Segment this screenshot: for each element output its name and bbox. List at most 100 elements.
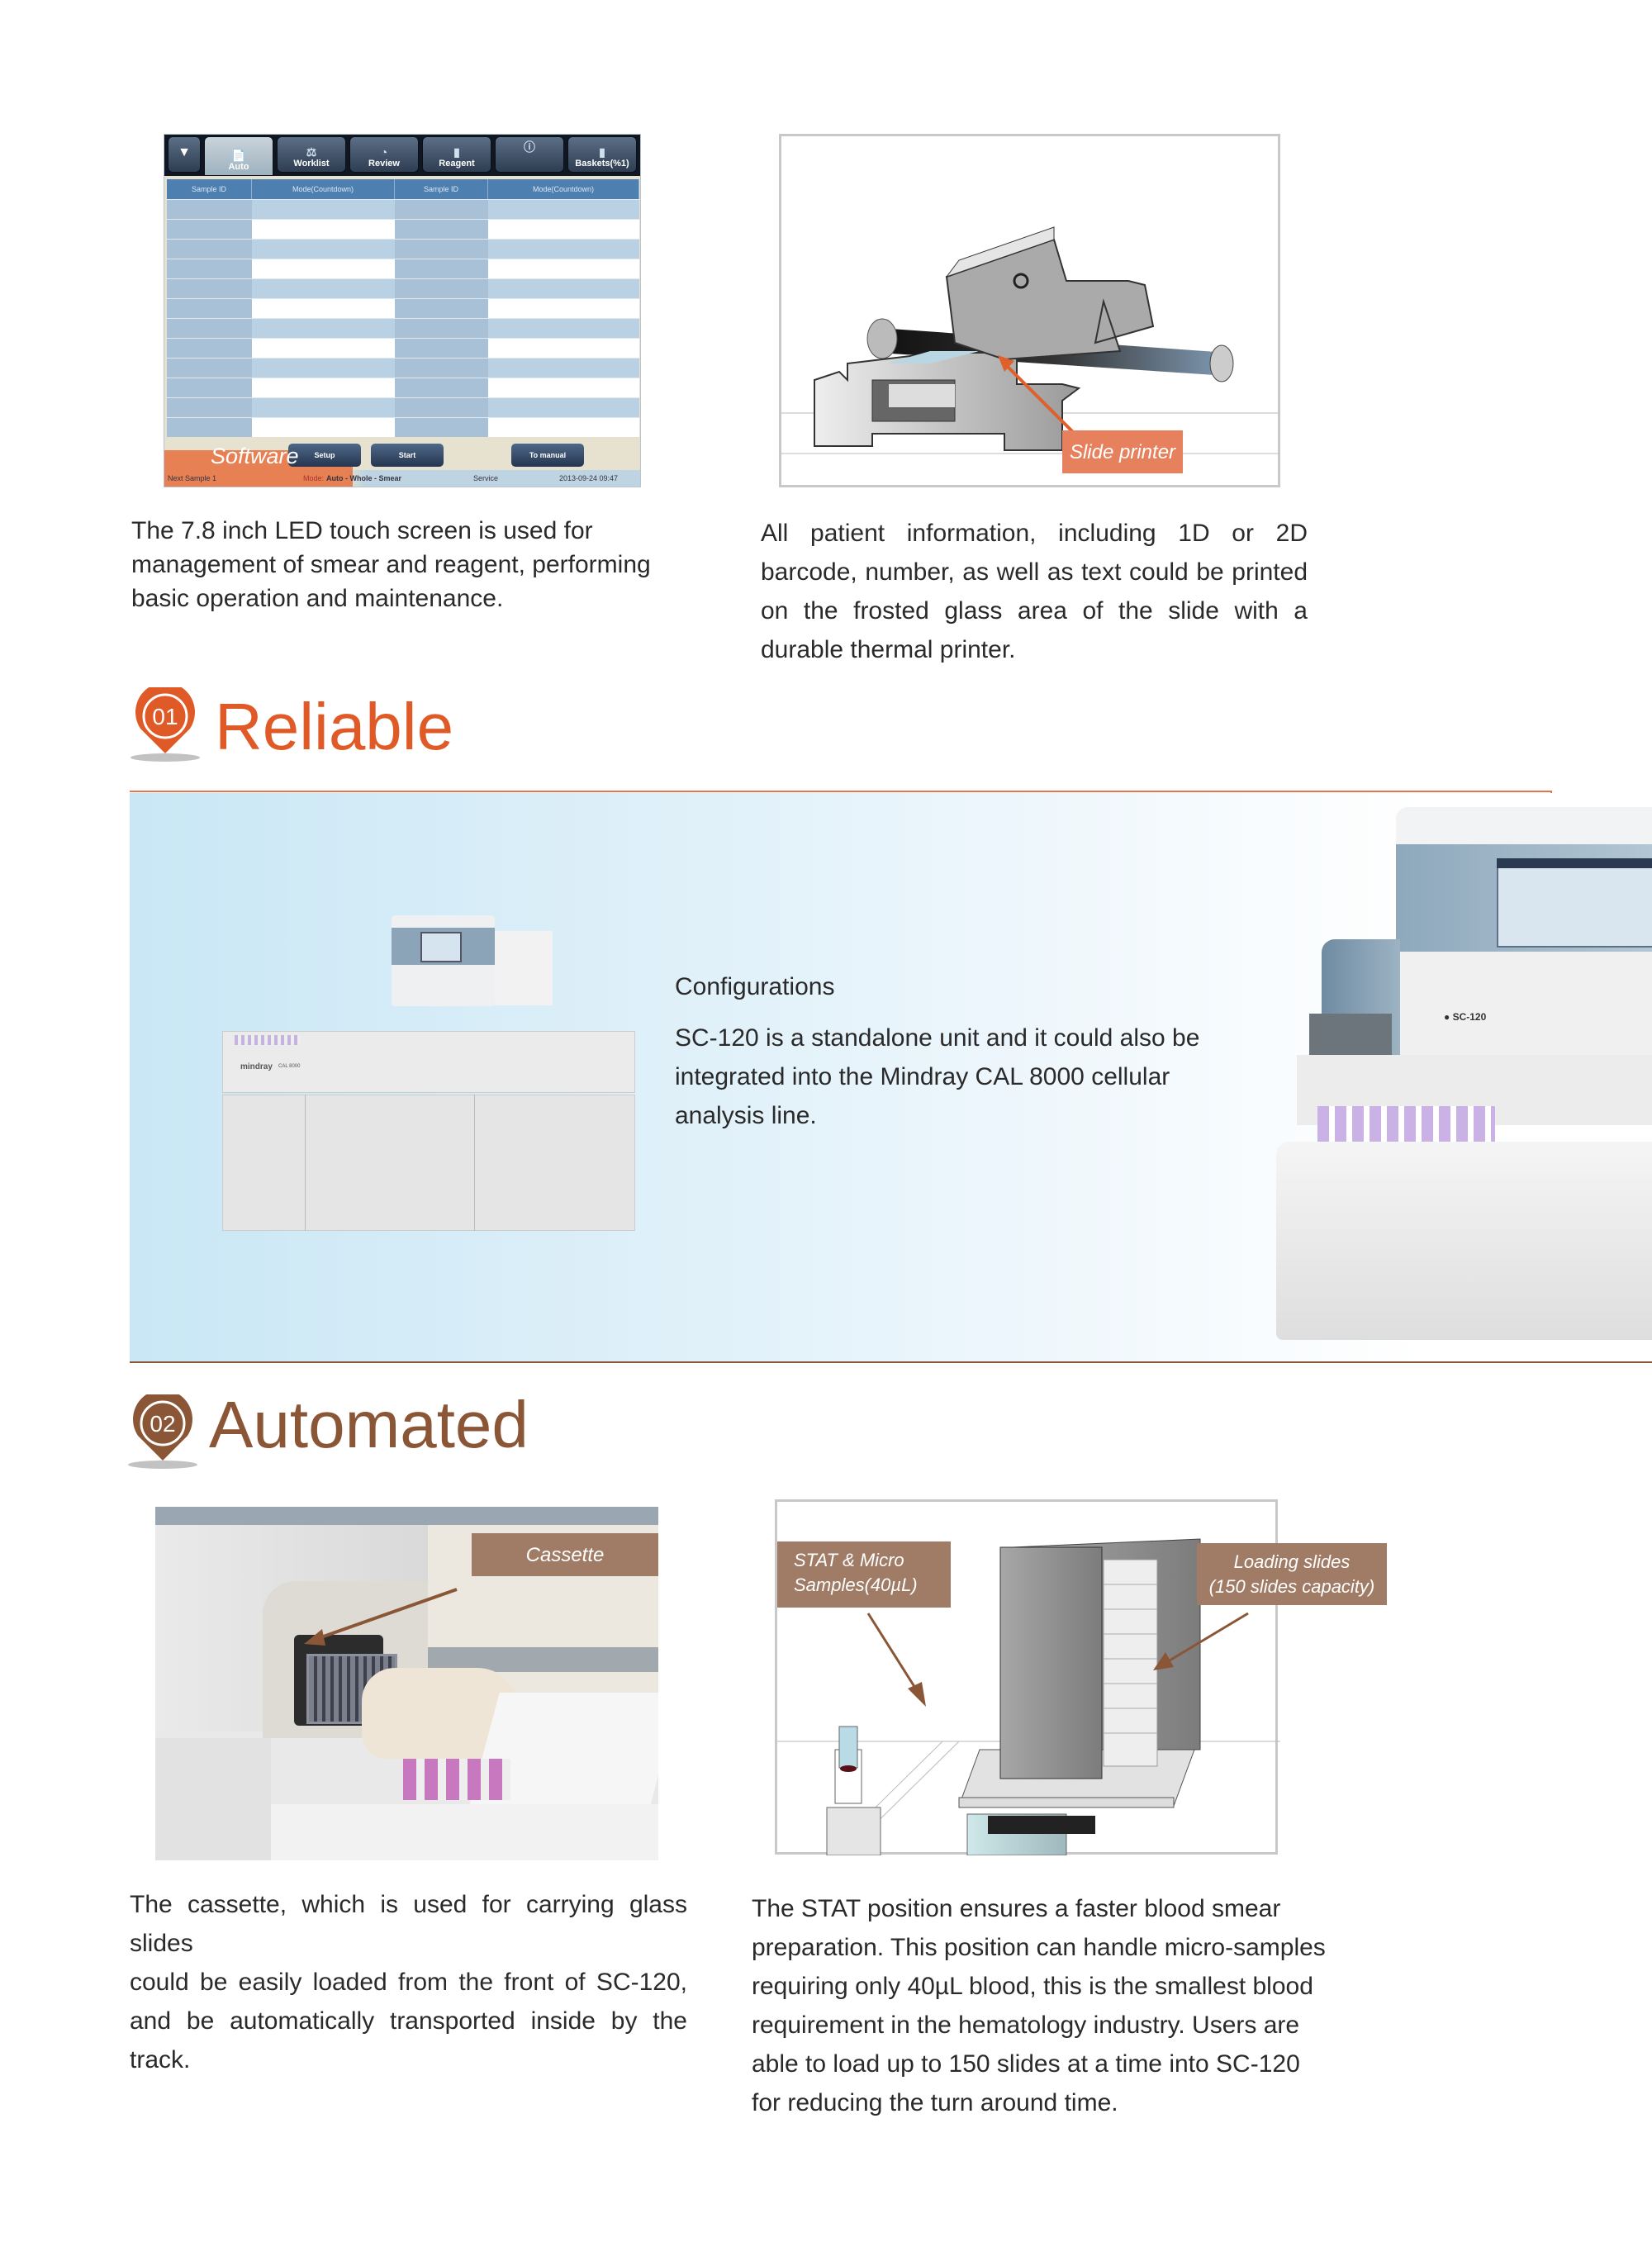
section-title-reliable: Reliable — [215, 690, 454, 763]
table-cell — [252, 359, 395, 378]
table-cell — [488, 220, 639, 239]
screen-button-row: Setup Start To manual — [164, 440, 640, 468]
info-icon: ⓘ — [524, 140, 535, 154]
table-cell — [488, 200, 639, 219]
stat-loading-diagram: STAT & Micro Samples(40µL) Loading slide… — [775, 1499, 1387, 1855]
table-cell — [488, 299, 639, 318]
table-cell — [167, 299, 252, 318]
table-row — [167, 199, 639, 219]
column-header: Mode(Countdown) — [488, 179, 639, 199]
section-number: 02 — [150, 1411, 176, 1437]
table-cell — [167, 279, 252, 298]
section-01-pin-icon: 01 — [128, 682, 202, 763]
table-cell — [395, 398, 488, 417]
table-cell — [395, 339, 488, 358]
text-line: All patient information, including 1D or… — [761, 520, 1308, 547]
table-cell — [252, 319, 395, 338]
panel-bottom-line — [130, 1361, 1652, 1363]
scale-icon: ⚖ — [306, 145, 317, 159]
text-line: barcode, number, as well as text could b… — [761, 558, 1308, 586]
section-number: 01 — [152, 704, 178, 729]
text-line: on the frosted glass area of the slide w… — [761, 597, 1308, 625]
table-cell — [488, 378, 639, 397]
service-text: Service — [473, 474, 499, 482]
table-cell — [252, 220, 395, 239]
table-cell — [395, 200, 488, 219]
text-line: track. — [130, 2046, 191, 2073]
text-line: integrated into the Mindray CAL 8000 cel… — [675, 1063, 1170, 1090]
software-label: Software — [211, 444, 299, 468]
table-cell — [395, 378, 488, 397]
table-row — [167, 278, 639, 298]
table-row — [167, 219, 639, 239]
table-cell — [395, 220, 488, 239]
section-02-pin-icon: 02 — [126, 1389, 200, 1470]
table-cell — [167, 259, 252, 278]
cassette-image: Cassette — [155, 1507, 658, 1860]
table-row — [167, 318, 639, 338]
table-cell — [488, 418, 639, 437]
table-cell — [488, 279, 639, 298]
table-row — [167, 397, 639, 417]
cal-brand-text: mindray — [240, 1062, 273, 1071]
table-cell — [488, 240, 639, 259]
text-line: durable thermal printer. — [761, 636, 1016, 663]
sc-model-text: SC-120 — [1452, 1011, 1487, 1023]
callout-line: Samples(40µL) — [794, 1575, 918, 1595]
text-line: requiring only 40µL blood, this is the s… — [752, 1973, 1313, 2000]
table-cell — [252, 398, 395, 417]
table-cell — [252, 339, 395, 358]
table-cell — [252, 299, 395, 318]
table-cell — [488, 319, 639, 338]
screen-tab-bar: ▼ 📄Auto ⚖Worklist ◔Review ▮Reagent ⓘ ▮Ba… — [164, 135, 640, 176]
text-line: preparation. This position can handle mi… — [752, 1934, 1326, 1961]
section-title-automated: Automated — [209, 1388, 529, 1461]
column-header: Sample ID — [395, 179, 488, 199]
table-cell — [167, 418, 252, 437]
table-row — [167, 338, 639, 358]
text-line: requirement in the hematology industry. … — [752, 2012, 1300, 2039]
tab-label: Review — [368, 159, 400, 169]
table-cell — [252, 279, 395, 298]
tab-label: Baskets(%1) — [575, 159, 629, 169]
screen-tab-reagent: ▮Reagent — [422, 136, 491, 173]
screen-tab-auto: 📄Auto — [204, 136, 273, 176]
callout-line: Loading slides — [1233, 1551, 1351, 1572]
screen-setup-button: Setup — [288, 444, 361, 467]
table-cell — [252, 418, 395, 437]
text-line: able to load up to 150 slides at a time … — [752, 2050, 1300, 2078]
text-line: analysis line. — [675, 1102, 817, 1129]
table-cell — [167, 398, 252, 417]
loading-slides-callout: Loading slides (150 slides capacity) — [1197, 1543, 1387, 1605]
mode-text: Auto - Whole - Smear — [326, 474, 402, 482]
text-line: and be automatically transported inside … — [130, 2007, 687, 2035]
table-cell — [395, 240, 488, 259]
table-cell — [488, 398, 639, 417]
text-line: management of smear and reagent, perform… — [131, 551, 651, 578]
bottle-icon: ▮ — [599, 145, 605, 159]
table-cell — [167, 339, 252, 358]
stat-description: The STAT position ensures a faster blood… — [752, 1889, 1326, 2122]
screen-tab-worklist: ⚖Worklist — [277, 136, 346, 173]
table-cell — [252, 200, 395, 219]
screen-tab-baskets: ▮Baskets(%1) — [567, 136, 637, 173]
table-cell — [395, 418, 488, 437]
table-row — [167, 417, 639, 437]
table-cell — [488, 359, 639, 378]
table-row — [167, 298, 639, 318]
tab-label: Reagent — [439, 159, 475, 169]
configurations-heading: Configurations — [675, 973, 835, 1000]
screen-to-manual-button: To manual — [511, 444, 584, 467]
table-cell — [395, 319, 488, 338]
sc-120-model-label: ● SC-120 — [1444, 1011, 1487, 1023]
next-sample-text: Next Sample 1 — [168, 474, 217, 482]
sample-table: Sample ID Mode(Countdown) Sample ID Mode… — [167, 179, 639, 437]
cassette-callout: Cassette — [472, 1533, 658, 1576]
screen-start-button: Start — [371, 444, 444, 467]
stat-callout: STAT & Micro Samples(40µL) — [777, 1541, 951, 1608]
slide-printer-illustration — [781, 226, 1278, 454]
table-cell — [395, 299, 488, 318]
table-cell — [395, 259, 488, 278]
table-cell — [488, 339, 639, 358]
auto-icon: 📄 — [231, 149, 246, 162]
